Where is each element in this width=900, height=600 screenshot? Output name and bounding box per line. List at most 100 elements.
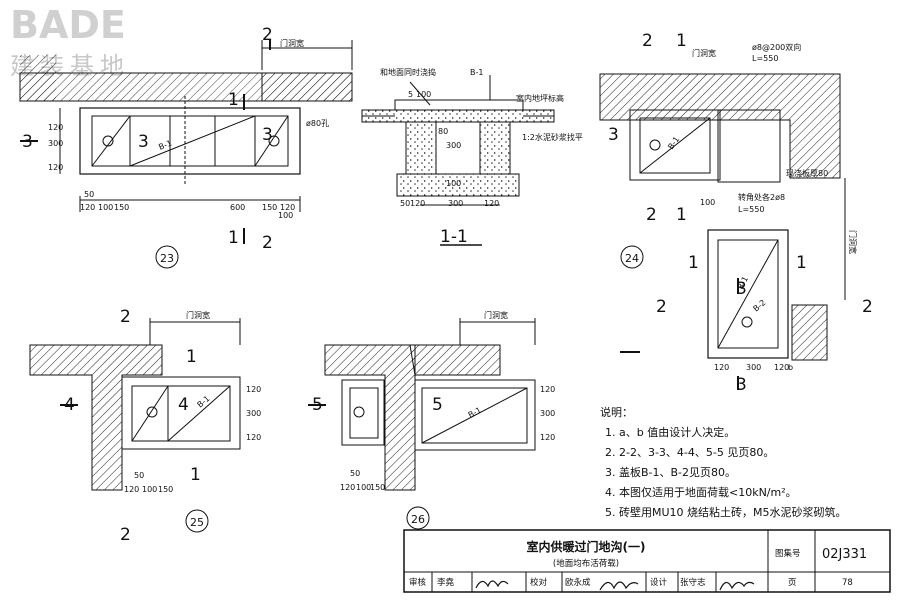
section-1-1-labels: 和地面同时浇捣 B-1 室内地坪标高 1:2水泥砂浆找平 5 100 80 30…: [380, 67, 583, 247]
d24-dim-b: b: [788, 363, 793, 372]
dim-100b: 100: [278, 211, 293, 220]
d24-b1: B-1: [666, 135, 681, 151]
dim-150b: 150: [262, 203, 277, 212]
drawing-25: [29, 318, 241, 533]
d26-mark-5: 5: [312, 395, 323, 415]
reviewer-name: 李堯: [437, 577, 455, 588]
d25-dim-120b: 120: [246, 433, 261, 442]
d25-door-width: 门洞宽: [186, 310, 210, 320]
d24-dim-120: 120: [714, 363, 729, 372]
drawing-23: [19, 40, 353, 269]
d25-dim-100: 100: [142, 485, 157, 494]
checker-name: 欧永成: [565, 577, 591, 588]
d25-mark-1: 1: [186, 347, 197, 367]
dim-300c: 300: [448, 199, 463, 208]
slab-label: 现浇板厚80: [786, 168, 828, 178]
designer-signature: [719, 581, 755, 591]
d25-mark-4: 4: [64, 395, 75, 415]
note-4: 4. 本图仅适用于地面荷载<10kN/m²。: [605, 485, 797, 499]
d25-mark-2: 2: [120, 307, 131, 327]
d25-mark-1b: 1: [190, 465, 201, 485]
drawing-label-26: 26: [411, 513, 425, 526]
d26-dim-120: 120: [540, 385, 555, 394]
dim-150: 150: [114, 203, 129, 212]
d26-b1: B-1: [467, 405, 483, 419]
dim-100c: 100: [416, 90, 431, 99]
dim-100d: 100: [446, 179, 461, 188]
note-3: 3. 盖板B-1、B-2见页80。: [605, 465, 736, 479]
d24-mark-2d: 2: [862, 297, 873, 317]
dim-120: 120: [48, 123, 63, 132]
drawing-label-25: 25: [190, 516, 204, 529]
section-mark-3c: 3: [262, 125, 273, 145]
dim-120c: 120: [80, 203, 95, 212]
d26-mark-5b: 5: [432, 395, 443, 415]
dim-50: 50: [84, 190, 94, 199]
sheet-title: 室内供暖过门地沟(一): [527, 539, 646, 554]
rebar-length: L=550: [752, 54, 778, 63]
signatures: [475, 580, 755, 591]
pour-note: 和地面同时浇捣: [380, 67, 436, 77]
d24-mark-3c: 3: [736, 375, 747, 395]
corner-label: 转角处各2ø8: [738, 192, 785, 202]
section-mark-1: 1: [228, 90, 239, 110]
atlas-number: 02J331: [822, 547, 867, 562]
dim-300: 300: [48, 139, 63, 148]
d24-b1b: B-1: [736, 275, 750, 291]
d26-dim-100: 100: [356, 483, 371, 492]
d24-dim-120b: 120: [774, 363, 789, 372]
checker-signature: [599, 581, 639, 591]
corner-length: L=550: [738, 205, 764, 214]
drawing-label-23: 23: [160, 252, 174, 265]
mortar-label: 1:2水泥砂浆找平: [522, 132, 583, 142]
drawing-23-labels: 3 3 1 1 2 2 3 门洞宽 ø80孔 B-1 120 300 120 5…: [22, 25, 329, 265]
dim-120b: 120: [48, 163, 63, 172]
section-1-1: [361, 75, 555, 246]
d25-dim-300: 300: [246, 409, 261, 418]
d24-b2: B-2: [752, 298, 768, 314]
atlas-label: 图集号: [775, 548, 801, 559]
door-width-label: 门洞宽: [280, 38, 304, 48]
d24-mark-2b: 2: [646, 205, 657, 225]
d24-mark-1d: 1: [796, 253, 807, 273]
d24-mark-3: 3: [608, 125, 619, 145]
d26-door-width: 门洞宽: [484, 310, 508, 320]
d24-mark-2: 2: [642, 31, 653, 51]
notes-heading: 说明：: [600, 405, 633, 419]
sheet-subtitle: (地面均布活荷载): [553, 558, 619, 569]
section-mark-3b: 3: [138, 132, 149, 152]
drawing-26-labels: 5 5 门洞宽 B-1 120 300 120 120 100 150 50 2…: [312, 310, 555, 526]
check-label: 校对: [530, 577, 548, 588]
d24-mark-1c: 1: [688, 253, 699, 273]
design-label: 设计: [650, 577, 668, 588]
dim-120d: 120: [280, 203, 295, 212]
d25-b1: B-1: [196, 394, 212, 410]
d25-mark-4b: 4: [178, 395, 189, 415]
d24-door-width: 门洞宽: [692, 48, 716, 58]
dim-80: 80: [438, 127, 448, 136]
drawing-25-labels: 2 2 1 1 4 4 门洞宽 B-1 120 300 120 120 100 …: [64, 307, 261, 545]
d25-dim-150: 150: [158, 485, 173, 494]
d26-dim-150: 150: [370, 483, 385, 492]
drawing-26: [308, 318, 536, 530]
hole-label: ø80孔: [306, 119, 329, 128]
page-label: 页: [788, 578, 797, 588]
dim-600: 600: [230, 203, 245, 212]
review-label: 审核: [409, 577, 427, 588]
d26-dim-50: 50: [350, 469, 360, 478]
dim-300b: 300: [446, 141, 461, 150]
dim-120f: 120: [484, 199, 499, 208]
drawing-24: [599, 73, 846, 390]
dim-120e: 120: [410, 199, 425, 208]
floor-mark-label: 室内地坪标高: [516, 93, 564, 103]
reviewer-signature: [475, 580, 509, 589]
note-1: 1. a、b 值由设计人决定。: [605, 425, 735, 439]
d24-mark-1b: 1: [676, 205, 687, 225]
d25-dim-120: 120: [246, 385, 261, 394]
page-number: 78: [842, 578, 853, 588]
section-mark-3: 3: [22, 132, 33, 152]
d25-dim-50: 50: [134, 471, 144, 480]
designer-name: 张守志: [680, 577, 706, 588]
b1-top: B-1: [470, 68, 483, 77]
